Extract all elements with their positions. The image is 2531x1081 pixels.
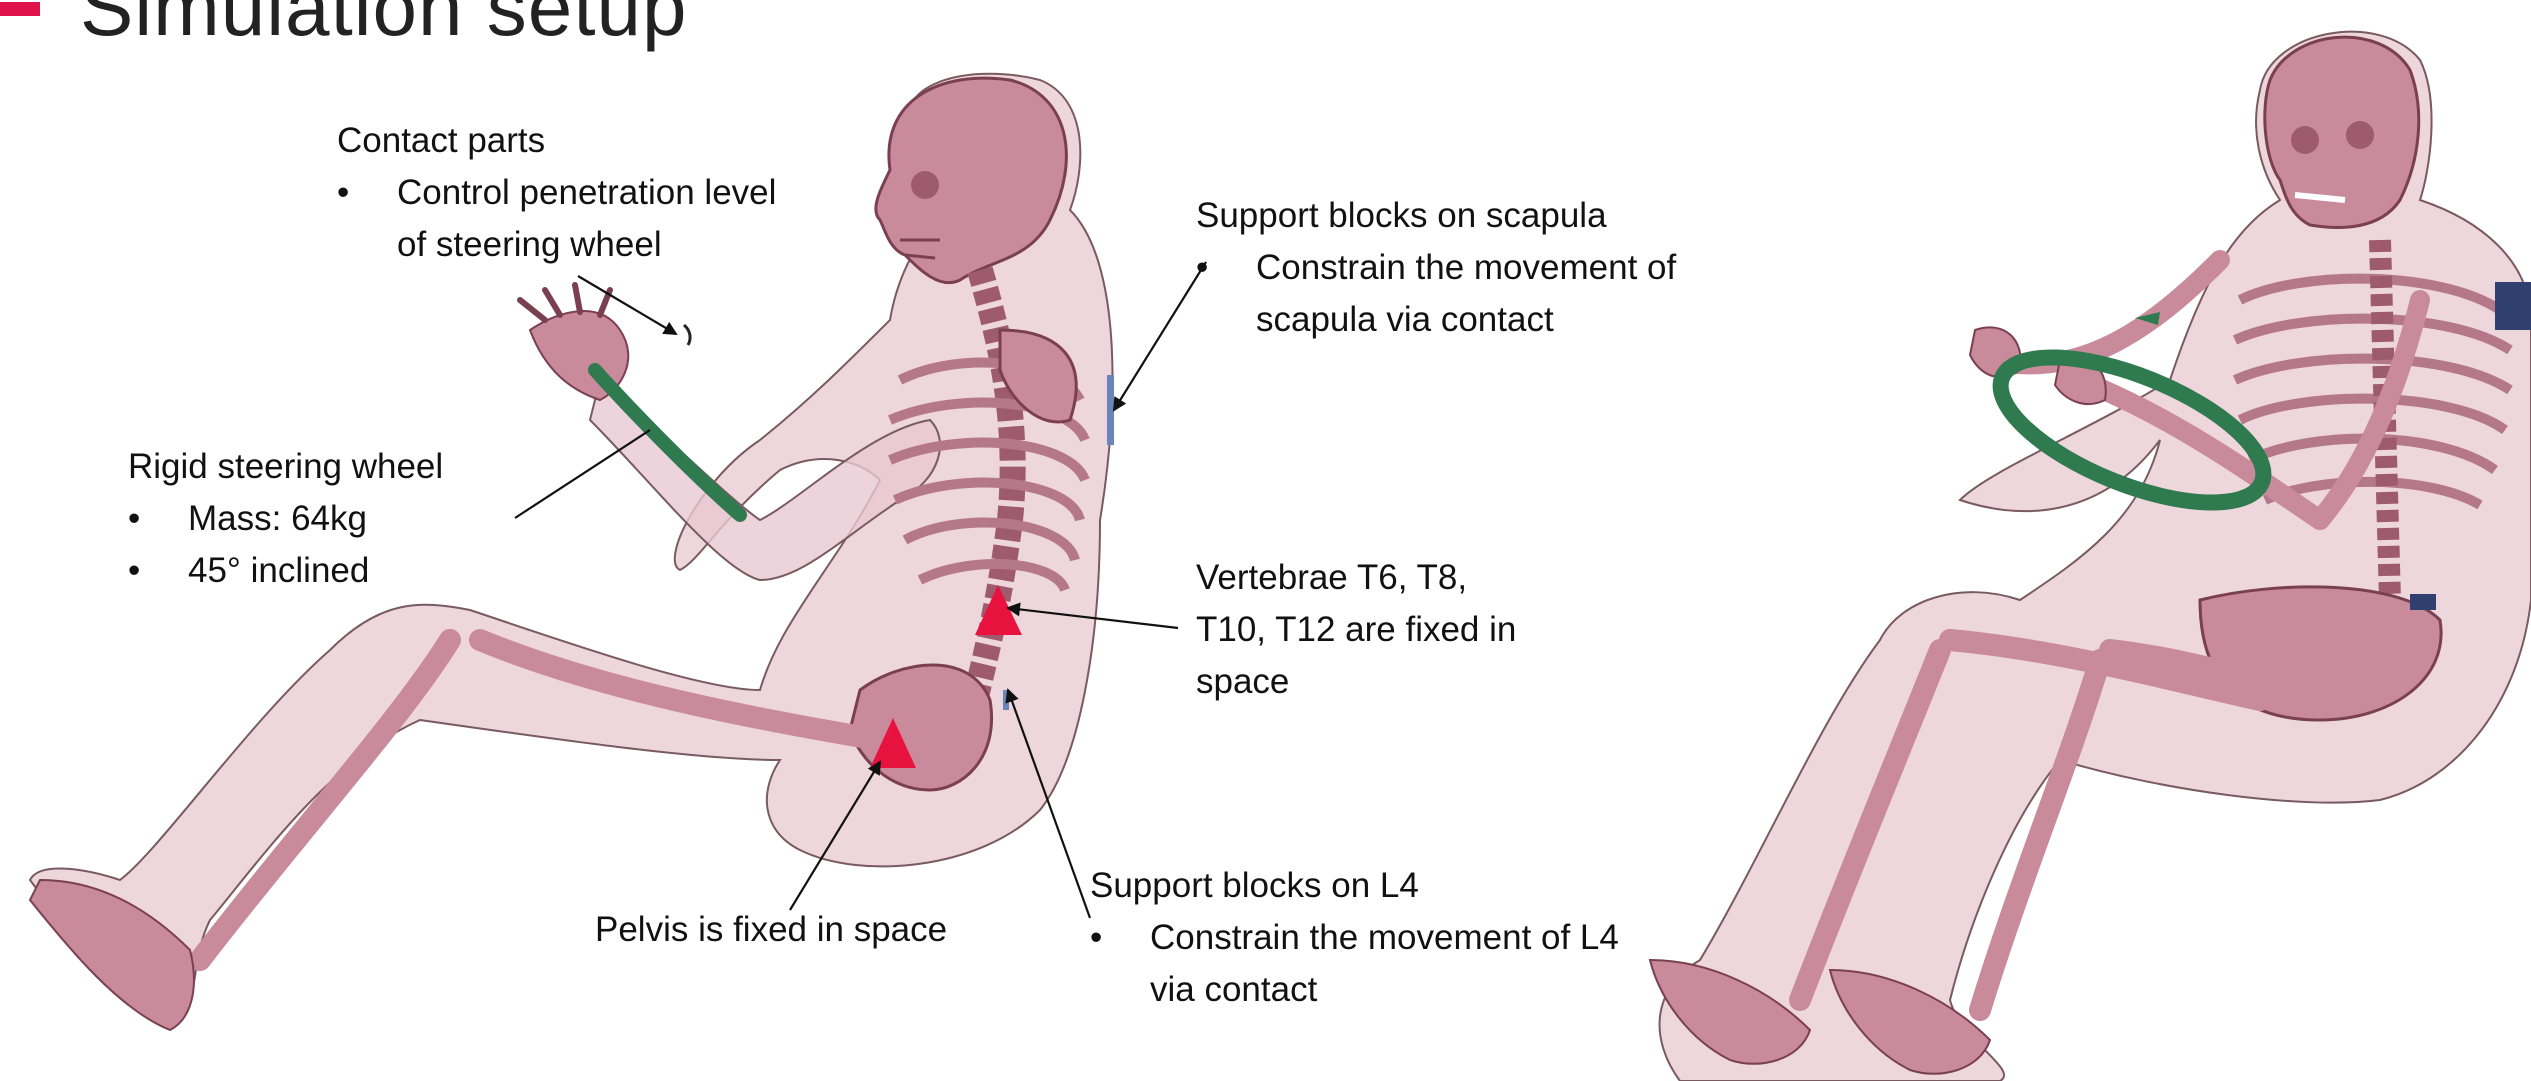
bullet-glyph: • [1090, 912, 1102, 964]
steering-wheel-bullet: • 45° inclined [128, 545, 443, 597]
bullet-glyph: • [128, 545, 140, 597]
l4-bullet-text: Constrain the movement of L4 via contact [1150, 912, 1650, 1016]
scapula-annotation: Support blocks on scapula • Constrain th… [1196, 190, 1776, 346]
vertebrae-text: Vertebrae T6, T8, T10, T12 are fixed in … [1196, 558, 1516, 701]
scapula-bullet-text: Constrain the movement of scapula via co… [1256, 242, 1776, 346]
pelvis-text: Pelvis is fixed in space [595, 910, 947, 949]
contact-part-marker [684, 325, 690, 345]
right-scapula-support-block [2495, 282, 2531, 330]
right-skull [2265, 37, 2419, 227]
steering-wheel-bullet: • Mass: 64kg [128, 493, 443, 545]
vertebrae-annotation: Vertebrae T6, T8, T10, T12 are fixed in … [1196, 552, 1526, 708]
steering-wheel-incline: 45° inclined [188, 551, 369, 590]
steering-wheel-title: Rigid steering wheel [128, 441, 443, 493]
bullet-glyph: • [337, 167, 349, 219]
contact-parts-bullet-text: Control penetration level of steering wh… [397, 167, 777, 271]
contact-parts-title: Contact parts [337, 115, 777, 167]
scapula-bullet: • Constrain the movement of scapula via … [1196, 242, 1776, 346]
scapula-support-block [1107, 375, 1114, 445]
l4-bullet: • Constrain the movement of L4 via conta… [1090, 912, 1650, 1016]
scapula-title: Support blocks on scapula [1196, 190, 1776, 242]
bullet-glyph: • [1196, 242, 1208, 294]
contact-parts-annotation: Contact parts • Control penetration leve… [337, 115, 777, 271]
right-body-model [1650, 32, 2531, 1081]
pelvis-annotation: Pelvis is fixed in space [595, 904, 947, 956]
steering-wheel-annotation: Rigid steering wheel • Mass: 64kg • 45° … [128, 441, 443, 597]
right-l4-support-block [2410, 594, 2436, 610]
steering-wheel-mass: Mass: 64kg [188, 499, 367, 538]
steering-wheel-leader [515, 430, 650, 518]
scapula-leader [1114, 262, 1206, 410]
contact-parts-bullet: • Control penetration level of steering … [337, 167, 777, 271]
l4-annotation: Support blocks on L4 • Constrain the mov… [1090, 860, 1650, 1016]
bullet-glyph: • [128, 493, 140, 545]
l4-title: Support blocks on L4 [1090, 860, 1650, 912]
